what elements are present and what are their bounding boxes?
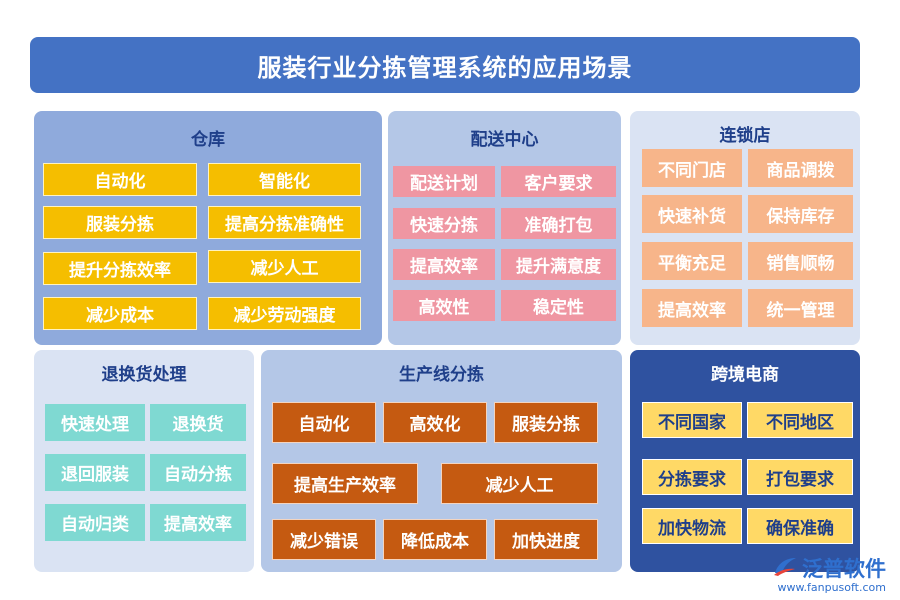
tag-crossborder-6: 确保准确	[747, 508, 853, 544]
tag-warehouse-6: 减少人工	[208, 250, 361, 283]
tag-crossborder-5: 加快物流	[642, 508, 742, 544]
logo: 泛普软件 www.fanpusoft.com	[772, 553, 886, 594]
panel-title-crossborder: 跨境电商	[711, 365, 779, 385]
tag-distribution-3: 快速分拣	[393, 208, 495, 239]
logo-url: www.fanpusoft.com	[777, 581, 886, 594]
tag-crossborder-2: 不同地区	[747, 402, 853, 438]
tag-chain-5: 平衡充足	[642, 242, 742, 280]
panel-title-production: 生产线分拣	[399, 365, 484, 385]
tag-warehouse-4: 提高分拣准确性	[208, 206, 361, 239]
logo-name: 泛普软件	[802, 557, 886, 581]
tag-crossborder-3: 分拣要求	[642, 459, 742, 495]
tag-distribution-4: 准确打包	[501, 208, 616, 239]
panel-title-returns: 退换货处理	[101, 365, 187, 385]
tag-crossborder-4: 打包要求	[747, 459, 853, 495]
tag-production-4: 提高生产效率	[272, 463, 418, 504]
fanpu-logo-icon	[772, 555, 798, 581]
tag-distribution-1: 配送计划	[393, 166, 495, 197]
tag-chain-2: 商品调拨	[748, 149, 853, 187]
panel-crossborder: 跨境电商 不同国家 不同地区 分拣要求 打包要求 加快物流 确保准确	[630, 350, 860, 572]
tag-distribution-6: 提升满意度	[501, 249, 616, 280]
tag-chain-3: 快速补货	[642, 195, 742, 233]
tag-returns-2: 退换货	[150, 404, 246, 441]
tag-distribution-2: 客户要求	[501, 166, 616, 197]
panel-warehouse: 仓库 自动化 智能化 服装分拣 提高分拣准确性 提升分拣效率 减少人工 减少成本…	[34, 111, 382, 345]
tag-production-8: 加快进度	[494, 519, 598, 560]
panel-title-chain: 连锁店	[719, 126, 771, 146]
title-bar: 服装行业分拣管理系统的应用场景	[30, 37, 860, 93]
tag-returns-1: 快速处理	[45, 404, 145, 441]
tag-production-5: 减少人工	[441, 463, 598, 504]
tag-distribution-8: 稳定性	[501, 290, 616, 321]
tag-production-3: 服装分拣	[494, 402, 598, 443]
tag-chain-7: 提高效率	[642, 289, 742, 327]
tag-chain-8: 统一管理	[748, 289, 853, 327]
tag-distribution-7: 高效性	[393, 290, 495, 321]
tag-warehouse-5: 提升分拣效率	[43, 252, 197, 285]
tag-returns-5: 自动归类	[45, 504, 145, 541]
tag-warehouse-3: 服装分拣	[43, 206, 197, 239]
tag-chain-6: 销售顺畅	[748, 242, 853, 280]
panel-production: 生产线分拣 自动化 高效化 服装分拣 提高生产效率 减少人工 减少错误 降低成本…	[261, 350, 622, 572]
tag-warehouse-7: 减少成本	[43, 297, 197, 330]
tag-distribution-5: 提高效率	[393, 249, 495, 280]
tag-returns-3: 退回服装	[45, 454, 145, 491]
tag-warehouse-2: 智能化	[208, 163, 361, 196]
panel-returns: 退换货处理 快速处理 退换货 退回服装 自动分拣 自动归类 提高效率	[34, 350, 254, 572]
page-title: 服装行业分拣管理系统的应用场景	[257, 53, 633, 82]
tag-production-6: 减少错误	[272, 519, 376, 560]
tag-production-1: 自动化	[272, 402, 376, 443]
tag-production-2: 高效化	[383, 402, 487, 443]
panel-chain: 连锁店 不同门店 商品调拨 快速补货 保持库存 平衡充足 销售顺畅 提高效率 统…	[630, 111, 860, 345]
panel-title-distribution: 配送中心	[470, 130, 539, 150]
tag-production-7: 降低成本	[383, 519, 487, 560]
tag-returns-4: 自动分拣	[150, 454, 246, 491]
panel-title-warehouse: 仓库	[191, 130, 225, 150]
tag-crossborder-1: 不同国家	[642, 402, 742, 438]
panel-distribution: 配送中心 配送计划 客户要求 快速分拣 准确打包 提高效率 提升满意度 高效性 …	[388, 111, 621, 345]
tag-warehouse-1: 自动化	[43, 163, 197, 196]
tag-warehouse-8: 减少劳动强度	[208, 297, 361, 330]
tag-returns-6: 提高效率	[150, 504, 246, 541]
tag-chain-4: 保持库存	[748, 195, 853, 233]
tag-chain-1: 不同门店	[642, 149, 742, 187]
